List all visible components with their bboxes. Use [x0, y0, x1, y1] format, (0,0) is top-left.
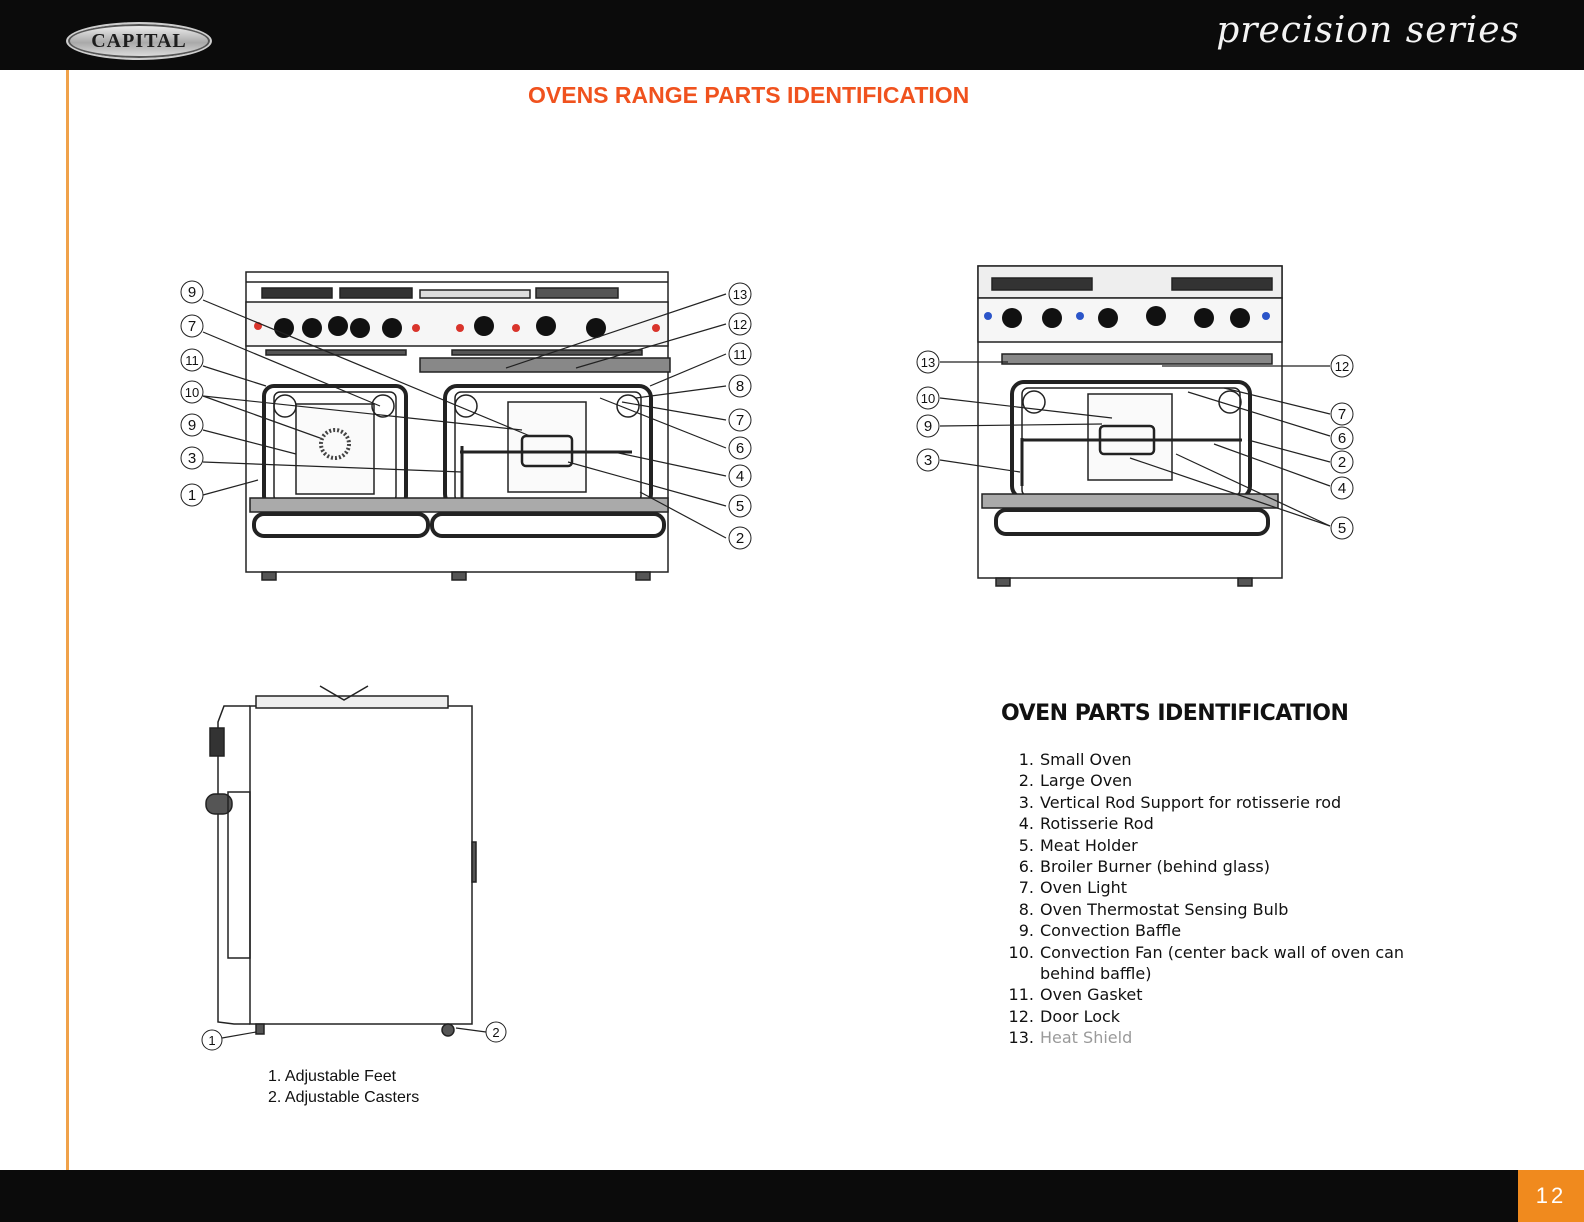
svg-text:3: 3 — [188, 450, 196, 467]
small-callout-6: 6 — [1330, 426, 1354, 450]
brand-name: CAPITAL — [91, 29, 187, 52]
svg-text:2: 2 — [736, 530, 744, 547]
left-accent-rule — [66, 70, 69, 1170]
list-item: 5.Meat Holder — [1018, 835, 1138, 855]
svg-text:12: 12 — [1335, 359, 1349, 374]
svg-text:7: 7 — [188, 318, 196, 335]
side-view-legend: 1. Adjustable Feet 2. Adjustable Casters — [268, 1066, 419, 1108]
svg-text:6: 6 — [736, 440, 744, 457]
callout-11r: 11 — [728, 342, 752, 366]
svg-text:2: 2 — [1338, 454, 1346, 471]
callout-1: 1 — [180, 483, 204, 507]
callout-4: 4 — [728, 464, 752, 488]
series-wordmark: precision series — [1216, 10, 1520, 51]
svg-text:5: 5 — [1338, 520, 1346, 537]
small-range-diagram: 13 10 9 3 12 7 6 2 4 5 — [916, 265, 1354, 587]
callout-6: 6 — [728, 436, 752, 460]
callout-3: 3 — [180, 446, 204, 470]
small-callout-2: 2 — [1330, 450, 1354, 474]
list-item: 10.Convection Fan (center back wall of o… — [1008, 942, 1405, 984]
svg-text:3: 3 — [924, 452, 932, 469]
svg-text:10: 10 — [921, 391, 935, 406]
list-item: 3.Vertical Rod Support for rotisserie ro… — [1018, 792, 1342, 812]
page-title: OVENS RANGE PARTS IDENTIFICATION — [528, 82, 970, 108]
callout-2: 2 — [728, 526, 752, 550]
svg-text:4: 4 — [736, 468, 744, 485]
small-callout-10: 10 — [916, 386, 940, 410]
list-item: 12.Door Lock — [1008, 1006, 1121, 1026]
small-callout-12: 12 — [1330, 354, 1354, 378]
list-item: 4.Rotisserie Rod — [1018, 814, 1154, 834]
callout-9b: 9 — [180, 413, 204, 437]
svg-text:1: 1 — [188, 487, 196, 504]
svg-text:1: 1 — [208, 1033, 215, 1048]
small-callout-7: 7 — [1330, 402, 1354, 426]
legend-item-casters: 2. Adjustable Casters — [268, 1089, 420, 1106]
svg-text:9: 9 — [188, 284, 196, 301]
small-callout-4: 4 — [1330, 476, 1354, 500]
list-item: 11.Oven Gasket — [1008, 985, 1143, 1005]
svg-text:9: 9 — [924, 418, 932, 435]
callout-11: 11 — [180, 348, 204, 372]
callout-7r: 7 — [728, 408, 752, 432]
large-range-diagram: 9 7 11 10 9 3 1 13 12 11 8 7 6 4 5 2 — [180, 271, 752, 581]
list-item: 2.Large Oven — [1018, 771, 1133, 791]
svg-text:13: 13 — [921, 355, 935, 370]
svg-text:8: 8 — [736, 378, 744, 395]
small-callout-3: 3 — [916, 448, 940, 472]
list-item: 6.Broiler Burner (behind glass) — [1018, 857, 1270, 877]
callout-13: 13 — [728, 282, 752, 306]
small-callout-13: 13 — [916, 350, 940, 374]
parts-list-title: OVEN PARTS IDENTIFICATION — [1001, 701, 1349, 726]
capital-logo: CAPITAL — [66, 22, 212, 60]
svg-text:5: 5 — [736, 498, 744, 515]
side-view-diagram: 1 2 — [201, 685, 507, 1051]
svg-text:10: 10 — [185, 385, 199, 400]
svg-text:11: 11 — [733, 347, 747, 362]
callout-12: 12 — [728, 312, 752, 336]
small-callout-9: 9 — [916, 414, 940, 438]
list-item: 1.Small Oven — [1018, 750, 1132, 769]
list-item: 13.Heat Shield — [1008, 1028, 1133, 1048]
small-callout-5: 5 — [1330, 516, 1354, 540]
list-item: 7.Oven Light — [1018, 878, 1128, 898]
callout-9a: 9 — [180, 280, 204, 304]
svg-text:13: 13 — [733, 287, 747, 302]
callout-10: 10 — [180, 380, 204, 404]
svg-text:6: 6 — [1338, 430, 1346, 447]
svg-text:9: 9 — [188, 417, 196, 434]
svg-text:2: 2 — [492, 1025, 499, 1040]
svg-text:11: 11 — [185, 353, 199, 368]
parts-list: 1.Small Oven 2.Large Oven 3.Vertical Rod… — [1001, 749, 1421, 1049]
callout-8: 8 — [728, 374, 752, 398]
page-header: CAPITAL precision series — [0, 0, 1584, 70]
svg-text:7: 7 — [736, 412, 744, 429]
svg-text:12: 12 — [733, 317, 747, 332]
callout-5: 5 — [728, 494, 752, 518]
list-item: 9.Convection Baffle — [1018, 921, 1182, 941]
side-callout-2: 2 — [485, 1021, 507, 1043]
svg-text:4: 4 — [1338, 480, 1346, 497]
page-footer: 12 — [0, 1170, 1584, 1222]
callout-7: 7 — [180, 314, 204, 338]
page-number: 12 — [1518, 1170, 1584, 1222]
side-callout-1: 1 — [201, 1029, 223, 1051]
svg-text:7: 7 — [1338, 406, 1346, 423]
list-item: 8.Oven Thermostat Sensing Bulb — [1018, 899, 1289, 919]
legend-item-feet: 1. Adjustable Feet — [268, 1068, 397, 1085]
